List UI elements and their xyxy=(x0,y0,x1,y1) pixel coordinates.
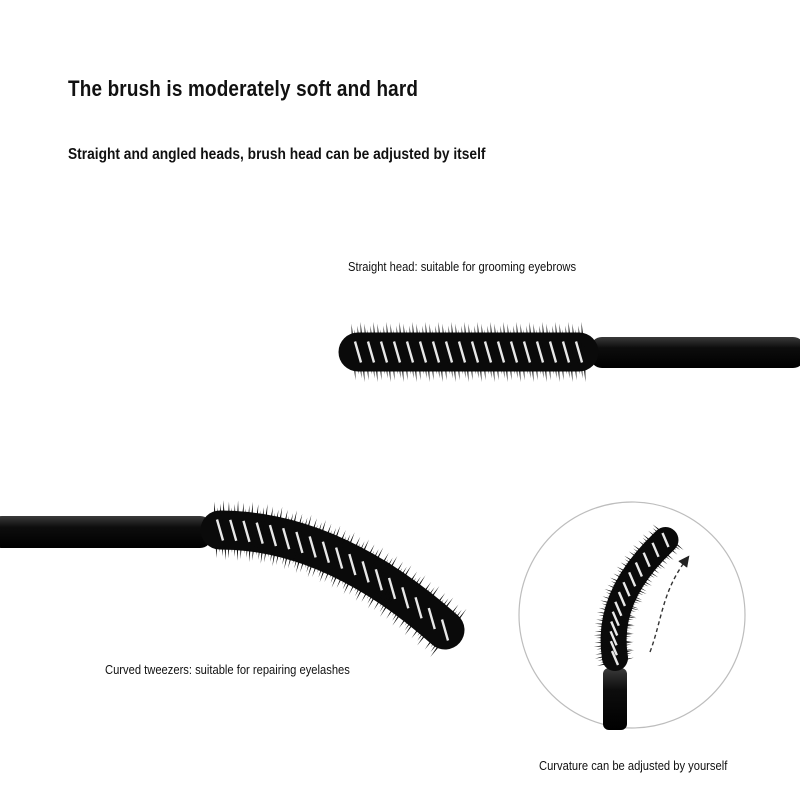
caption-curvature: Curvature can be adjusted by yourself xyxy=(539,758,728,773)
caption-curved-head: Curved tweezers: suitable for repairing … xyxy=(105,662,350,677)
straight-brush-handle xyxy=(590,337,800,368)
detail-brush-handle xyxy=(603,668,627,730)
page-subtitle: Straight and angled heads, brush head ca… xyxy=(68,146,486,163)
curvature-detail xyxy=(518,501,746,730)
curved-brush-handle xyxy=(0,516,212,548)
curved-brush-bristles xyxy=(200,500,467,657)
straight-brush-bristles xyxy=(338,322,599,382)
caption-straight-head: Straight head: suitable for grooming eye… xyxy=(348,259,577,274)
curved-brush-image xyxy=(0,500,467,657)
dashed-arrow-icon xyxy=(649,555,690,653)
detail-brush-bristles xyxy=(593,524,684,671)
straight-brush-image xyxy=(338,322,800,382)
page-title: The brush is moderately soft and hard xyxy=(68,76,419,101)
